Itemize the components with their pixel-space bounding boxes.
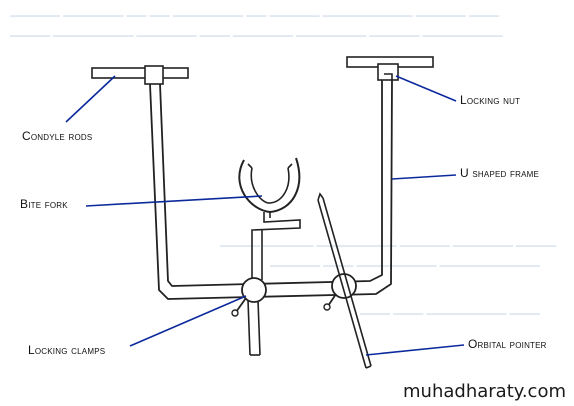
locking-nut-tab xyxy=(384,73,393,80)
leader-locking-nut xyxy=(395,75,457,102)
label-condyle-rods: Condyle rods xyxy=(22,129,93,143)
background-text-line: ▁▁▁▁ ▁▁▁▁▁▁▁▁ ▁▁▁▁▁▁ ▁▁▁ ▁▁▁▁▁▁ ▁▁▁▁▁▁▁ … xyxy=(10,22,503,37)
label-bite-fork: Bite fork xyxy=(20,197,68,211)
locking-clamp-left xyxy=(241,277,267,303)
label-u-shaped-frame: U shaped frame xyxy=(460,166,540,180)
left-rod-clamp-block xyxy=(144,65,164,85)
label-locking-clamps: Locking clamps xyxy=(28,343,106,357)
locking-nut-block xyxy=(377,63,399,81)
leader-orbital-pointer xyxy=(365,344,465,356)
bite-fork-inner xyxy=(250,167,290,204)
lower-vertical-rod xyxy=(247,299,261,356)
background-text-line: ▁▁▁ ▁▁▁ ▁▁▁▁▁▁▁▁ ▁▁▁ xyxy=(360,300,540,315)
background-text-line: ▁▁▁▁ ▁▁▁▁▁ ▁▁▁▁▁▁▁▁ ▁▁▁▁▁ ▁▁▁▁▁▁ ▁▁▁▁ xyxy=(220,232,557,247)
locking-clamp-left-screw-head xyxy=(231,309,239,317)
condyle-rod-left xyxy=(91,67,189,79)
locking-clamp-right-screw-head xyxy=(323,303,331,311)
label-orbital-pointer: Orbital pointer xyxy=(468,337,547,351)
locking-clamp-right-screw xyxy=(327,293,337,307)
locking-clamp-left-screw xyxy=(235,297,247,313)
orbital-pointer-tip xyxy=(317,192,372,369)
orbital-pointer-rod xyxy=(317,197,372,369)
leader-locking-clamps xyxy=(129,295,247,347)
leader-u-shaped-frame xyxy=(391,174,457,180)
leader-condyle-rods xyxy=(65,75,116,123)
background-text-line: ▁▁▁▁▁ ▁▁▁▁▁▁ ▁▁ ▁▁ ▁▁▁▁▁▁▁ ▁▁ ▁▁▁▁▁ ▁▁▁▁… xyxy=(10,2,500,17)
bite-fork-stem-right xyxy=(261,212,271,280)
u-shaped-frame-inner xyxy=(159,80,383,287)
bite-fork-stem xyxy=(251,212,301,286)
label-locking-nut: Locking nut xyxy=(460,93,521,107)
background-text-line: ▁▁▁▁▁ ▁▁▁ ▁▁▁▁▁▁▁▁ ▁▁▁▁▁▁▁▁▁▁ xyxy=(270,252,540,267)
u-shaped-frame-outer xyxy=(149,79,393,300)
site-watermark: muhadharaty.com xyxy=(403,381,566,402)
leader-bite-fork xyxy=(85,195,263,207)
bite-fork-teeth-ridge xyxy=(247,163,293,169)
